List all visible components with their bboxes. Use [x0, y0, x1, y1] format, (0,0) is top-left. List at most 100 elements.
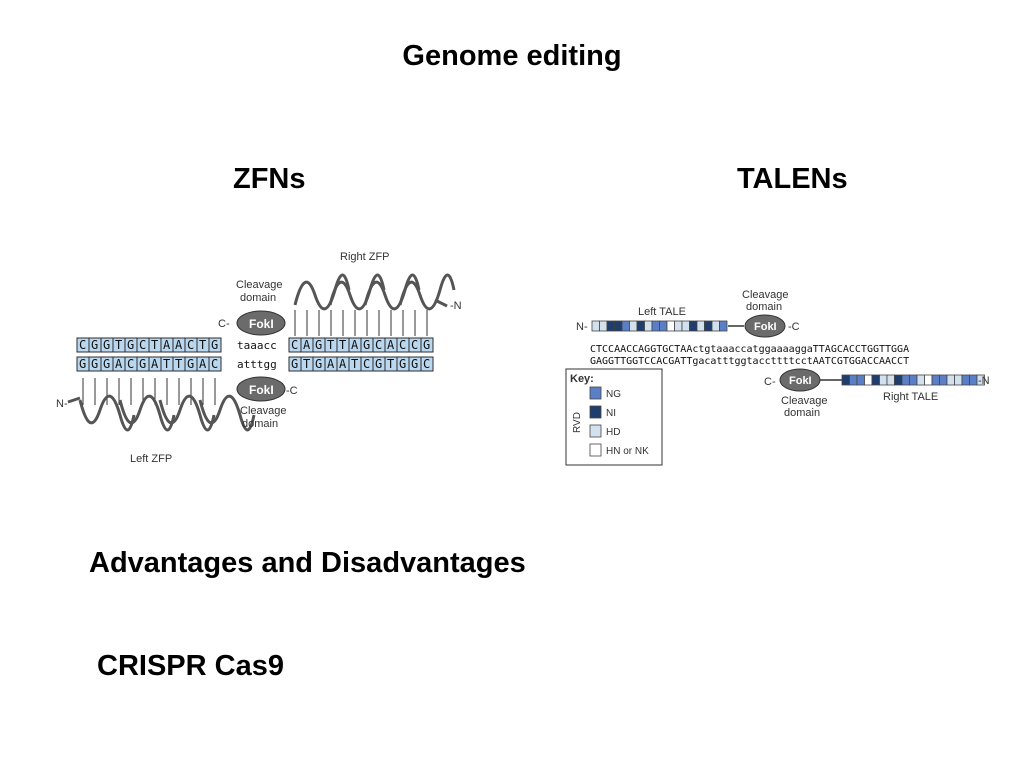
top-spacer: taaacc [237, 339, 277, 352]
key-label: NI [606, 408, 616, 419]
top-left-base: A [163, 338, 171, 352]
talen-cleavage-bottom-line2: domain [784, 407, 820, 419]
bottom-right-base: A [339, 357, 347, 371]
left-tale-repeat [719, 320, 728, 332]
bottom-right-base: A [327, 357, 335, 371]
top-left-base: G [127, 338, 134, 352]
bottom-left-base: G [79, 357, 86, 371]
cleavage-domain-top-line2: domain [240, 292, 276, 304]
left-zfp-arrows [82, 378, 216, 405]
slide-title: Genome editing [402, 40, 622, 72]
right-tale-repeat [931, 374, 940, 386]
top-right-base: C [411, 338, 418, 352]
right-tale-repeat [969, 374, 978, 386]
talen-diagram: Left TALE Cleavage domain N- FokI -C CTC… [565, 289, 990, 466]
fokl-top-label: FokI [249, 317, 274, 331]
right-tale-repeat [954, 374, 963, 386]
top-left-base: C [139, 338, 146, 352]
rvd-key-box [565, 368, 663, 466]
left-tale-repeat [614, 320, 623, 332]
bottom-left-base-box [208, 356, 222, 372]
right-tale-repeat [841, 374, 850, 386]
top-left-base: G [91, 338, 98, 352]
left-tale-repeat [689, 320, 698, 332]
left-zfp-label: Left ZFP [130, 453, 172, 465]
top-left-base: C [79, 338, 86, 352]
right-zfp-ribbons [293, 273, 456, 311]
top-right-base-box [420, 337, 434, 353]
left-zfp-ribbons [67, 394, 256, 432]
left-tale-repeats [591, 320, 728, 332]
cleavage-domain-top-line1: Cleavage [236, 279, 282, 291]
talen-cleavage-bottom-line1: Cleavage [781, 395, 827, 407]
top-right-base: G [363, 338, 370, 352]
right-tale-repeat [879, 374, 888, 386]
talen-n-left: N- [576, 321, 588, 333]
right-tale-repeat [886, 374, 895, 386]
fokl-bottom-label: FokI [249, 383, 274, 397]
right-tale-repeat [901, 374, 910, 386]
top-left-base: G [211, 338, 218, 352]
right-tale-repeats [841, 374, 985, 386]
right-tale-repeat [946, 374, 955, 386]
talen-sequence-top: CTCCAACCAGGTGCTAActgtaaaccatggaaaaggaTTA… [590, 344, 909, 355]
top-left-base: T [151, 338, 158, 352]
key-label: HN or NK [606, 446, 649, 457]
left-tale-repeat [659, 320, 668, 332]
left-tale-repeat [651, 320, 660, 332]
bottom-left-base: T [175, 357, 182, 371]
bottom-left-base: A [115, 357, 123, 371]
talen-cleavage-top-line2: domain [746, 301, 782, 313]
right-tale-repeat [961, 374, 970, 386]
left-tale-repeat [696, 320, 705, 332]
right-tale-repeat [871, 374, 880, 386]
top-right-base: A [351, 338, 359, 352]
talen-fokl-top-label: FokI [754, 321, 777, 333]
bottom-left-base: G [187, 357, 194, 371]
cleavage-domain-bottom-line2: domain [242, 418, 278, 430]
left-tale-repeat [704, 320, 713, 332]
left-tale-repeat [621, 320, 630, 332]
zfn-n-end-bottom: N- [56, 398, 68, 410]
top-right-base: A [303, 338, 311, 352]
top-right-base: G [315, 338, 322, 352]
left-tale-repeat [711, 320, 720, 332]
right-tale-repeat [916, 374, 925, 386]
right-tale-repeat [976, 374, 985, 386]
right-zfp-label: Right ZFP [340, 251, 390, 263]
top-right-base: C [291, 338, 298, 352]
top-left-base-box [208, 337, 222, 353]
bottom-right-base: T [351, 357, 358, 371]
right-tale-repeat [909, 374, 918, 386]
right-tale-repeat [864, 374, 873, 386]
fokl-top-domain [236, 310, 286, 336]
top-right-base: G [423, 338, 430, 352]
bottom-left-base: G [139, 357, 146, 371]
right-tale-repeat [849, 374, 858, 386]
bottom-right-base: G [315, 357, 322, 371]
bottom-right-base: G [399, 357, 406, 371]
bottom-left-base: C [211, 357, 218, 371]
right-zfp-arrows [294, 310, 428, 336]
talen-c-right: -C [788, 321, 800, 333]
bottom-right-base: G [411, 357, 418, 371]
left-tale-repeat [636, 320, 645, 332]
top-right-base: C [375, 338, 382, 352]
bottom-left-base: C [127, 357, 134, 371]
fokl-bottom-domain [236, 376, 286, 402]
bottom-left-base: G [91, 357, 98, 371]
zfn-c-end-top: C- [218, 318, 230, 330]
right-tale-repeat [924, 374, 933, 386]
key-title: Key: [570, 373, 594, 385]
bottom-left-base: A [199, 357, 207, 371]
left-tale-repeat [666, 320, 675, 332]
bottom-left-base: A [151, 357, 159, 371]
zfn-c-end-bottom: -C [286, 385, 298, 397]
talen-heading: TALENs [737, 163, 848, 195]
top-right-base: A [387, 338, 395, 352]
key-label: NG [606, 389, 621, 400]
bottom-left-base: T [163, 357, 170, 371]
